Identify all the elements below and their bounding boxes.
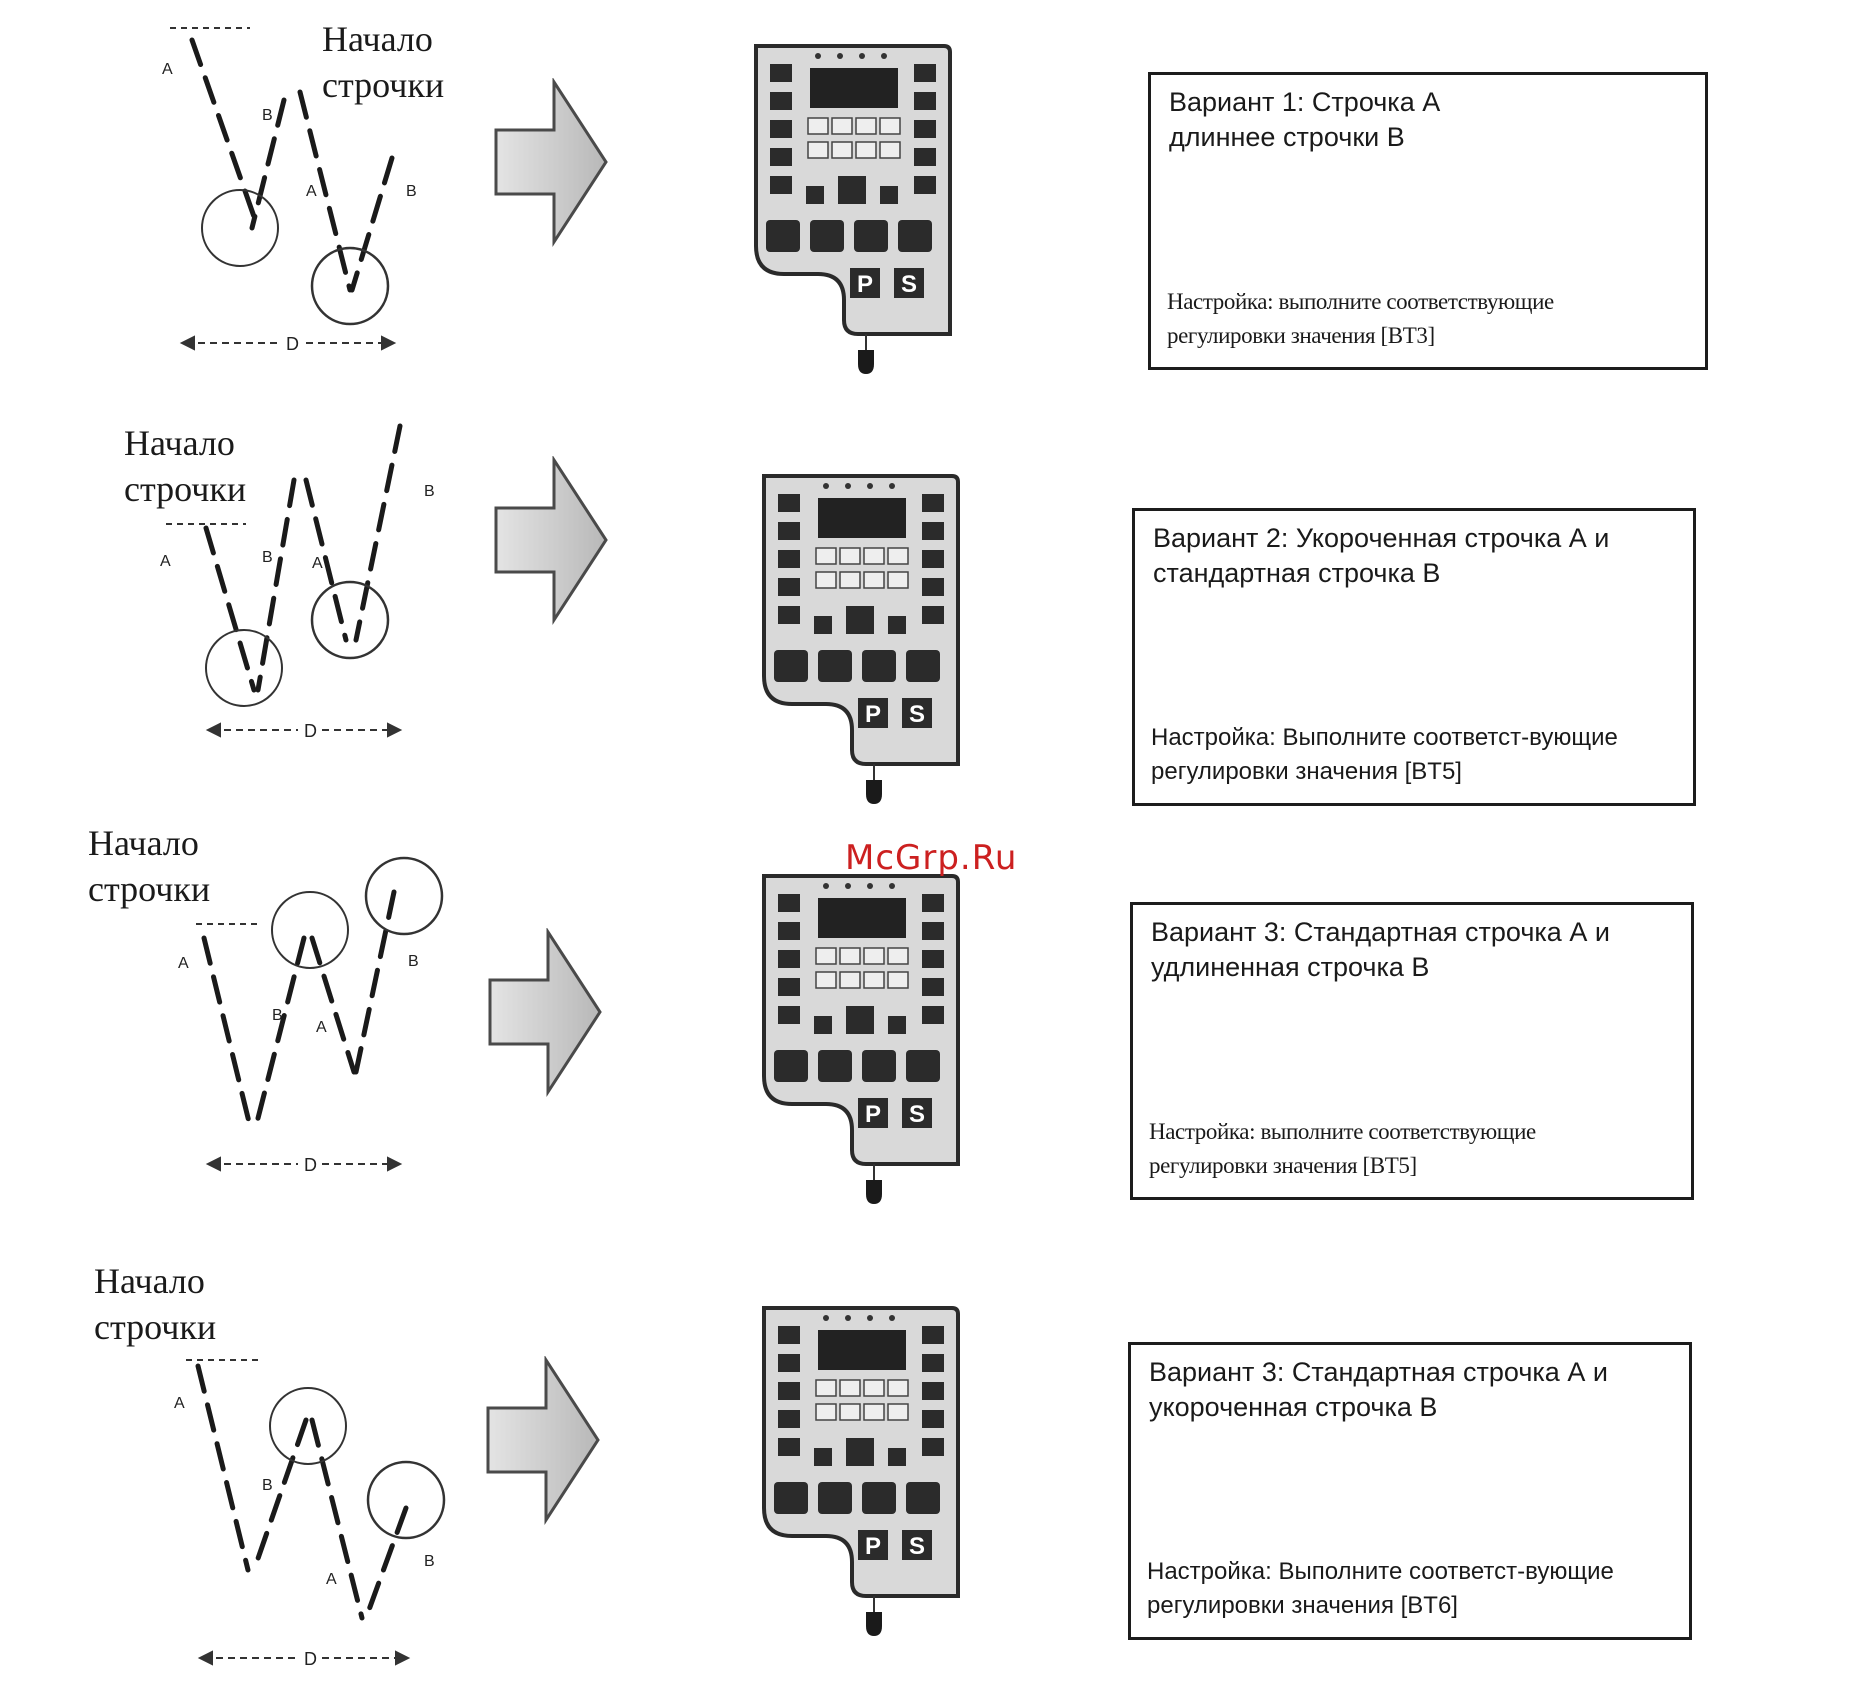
start-label: Начало строчки <box>88 823 211 909</box>
setting-instruction: Настройка: выполните соответствующие рег… <box>1167 289 1554 348</box>
info-box-3: Вариант 3: Стандартная строчка А и удлин… <box>1130 902 1694 1200</box>
stitch-diagram-1: A B A B D <box>162 27 417 354</box>
stitch-line-b2 <box>349 155 395 293</box>
panel-key-s: S <box>909 1533 925 1560</box>
stitch-line-b1 <box>249 97 287 231</box>
panel-key-p: P <box>865 1101 881 1128</box>
setting-instruction: Настройка: Выполните соответст-вующие ре… <box>1147 1558 1614 1619</box>
stitch-diagram-4: A B A B D <box>174 1359 446 1669</box>
diagram-label: A <box>326 1571 337 1588</box>
control-panel-3[interactable]: P S <box>756 872 966 1212</box>
variant-title: Вариант 2: Укороченная строчка А и станд… <box>1153 523 1610 588</box>
panel-display <box>810 68 898 108</box>
panel-key-p: P <box>865 701 881 728</box>
diagram-label: B <box>262 1477 273 1494</box>
start-label: Начало строчки <box>124 423 247 509</box>
label-b2: B <box>406 183 417 200</box>
needle-circle-2 <box>310 246 390 326</box>
variant-row-1: A B A B D Начало строчки <box>0 0 1872 400</box>
panel-key-s: S <box>909 701 925 728</box>
start-label: Начало строчки <box>322 19 445 105</box>
diagram-label: D <box>304 721 317 741</box>
stitch-line-a2 <box>297 89 353 293</box>
panel-key-p: P <box>865 1533 881 1560</box>
variant-row-4: A B A B D Начало строчки <box>0 1246 1872 1704</box>
stitch-line-a1 <box>189 37 261 231</box>
diagram-label: A <box>160 553 171 570</box>
label-d: D <box>286 334 299 354</box>
label-b: B <box>262 107 273 124</box>
diagram-label: B <box>408 953 419 970</box>
info-box-1: Вариант 1: Строчка А длиннее строчки В Н… <box>1148 72 1708 370</box>
label-a2: A <box>306 183 317 200</box>
right-arrow-icon <box>488 928 602 1098</box>
setting-instruction: Настройка: выполните соответствующие рег… <box>1149 1119 1536 1178</box>
variant-title: Вариант 3: Стандартная строчка А и удлин… <box>1151 917 1610 982</box>
pointing-hand-icon <box>866 780 882 804</box>
label-a: A <box>162 61 173 78</box>
needle-circle-1 <box>201 189 279 267</box>
variant-title: Вариант 3: Стандартная строчка А и укоро… <box>1149 1357 1608 1422</box>
watermark: McGrp.Ru <box>845 838 1018 878</box>
diagram-label: B <box>272 1007 283 1024</box>
variant-title: Вариант 1: Строчка А длиннее строчки В <box>1169 87 1441 152</box>
panel-key-s: S <box>901 271 917 298</box>
start-label: Начало строчки <box>94 1261 217 1347</box>
pointing-hand-icon <box>866 1180 882 1204</box>
diagram-label: A <box>312 555 323 572</box>
diagram-label: A <box>316 1019 327 1036</box>
right-arrow-icon <box>494 78 608 248</box>
control-panel-4[interactable]: P S <box>756 1304 966 1644</box>
pointing-hand-icon <box>866 1612 882 1636</box>
info-box-2: Вариант 2: Укороченная строчка А и станд… <box>1132 508 1696 806</box>
diagram-label: B <box>424 483 435 500</box>
diagram-label: A <box>174 1395 185 1412</box>
diagram-label: A <box>178 955 189 972</box>
stitch-diagram-3: A B A B D <box>178 856 444 1175</box>
info-box-4: Вариант 3: Стандартная строчка А и укоро… <box>1128 1342 1692 1640</box>
stitch-diagram-2: A B A B D <box>160 423 435 741</box>
diagram-label: D <box>304 1155 317 1175</box>
panel-key-p: P <box>857 271 873 298</box>
setting-instruction: Настройка: Выполните соответст-вующие ре… <box>1151 724 1618 785</box>
control-panel-2[interactable]: P S <box>756 472 966 812</box>
panel-key-s: S <box>909 1101 925 1128</box>
variant-row-2: A B A B D Начало строчки <box>0 420 1872 820</box>
variant-row-3: A B A B D Начало строчки <box>0 820 1872 1240</box>
pointing-hand-icon <box>858 350 874 374</box>
diagram-label: B <box>262 549 273 566</box>
diagram-label: B <box>424 1553 435 1570</box>
diagram-label: D <box>304 1649 317 1669</box>
control-panel-1[interactable]: P S <box>748 42 958 382</box>
right-arrow-icon <box>494 456 608 626</box>
right-arrow-icon <box>486 1356 600 1526</box>
